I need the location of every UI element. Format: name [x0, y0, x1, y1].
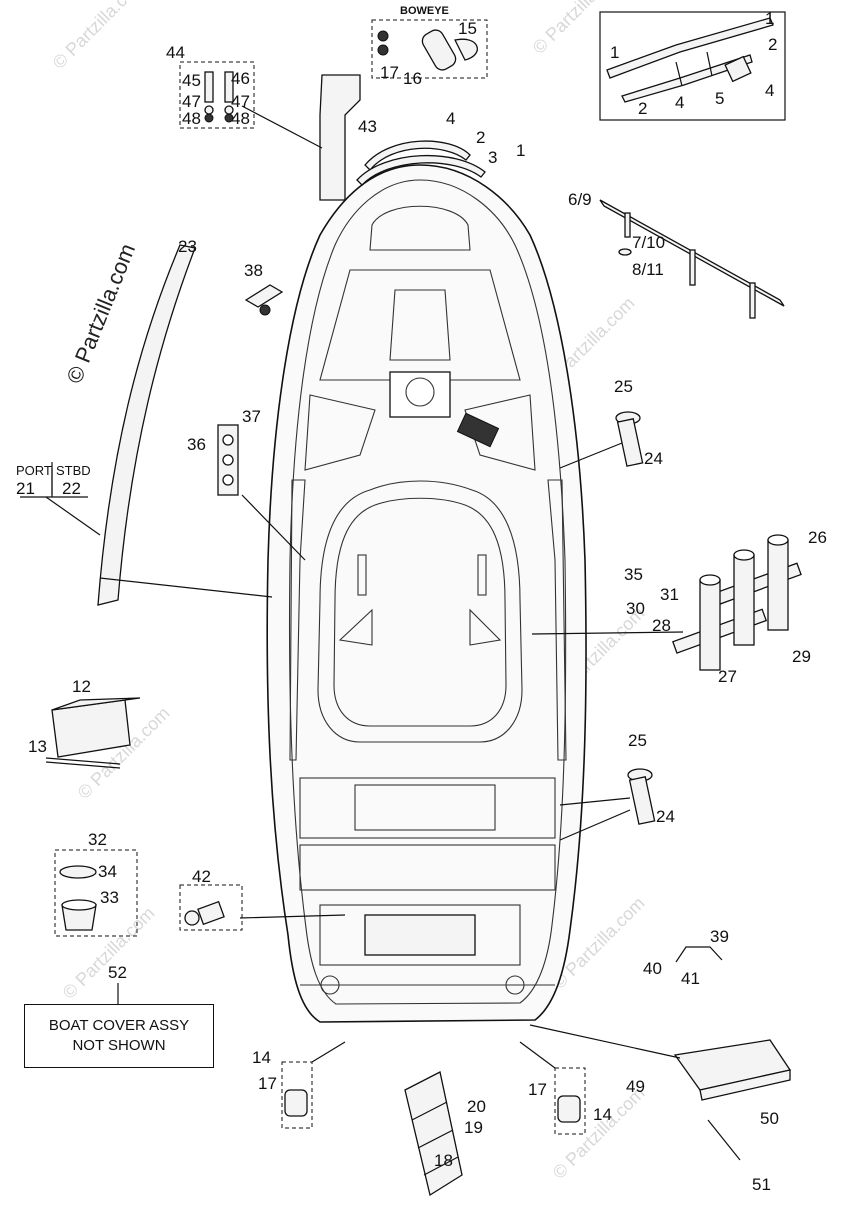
callout-1: 1 — [610, 43, 619, 62]
callout-21: 21 — [16, 479, 35, 498]
side-rub-rail — [20, 244, 273, 606]
callout-12: 12 — [72, 677, 91, 696]
callout-42: 42 — [192, 867, 211, 886]
callout-28: 28 — [652, 616, 671, 635]
bow-rub-rail — [356, 140, 486, 186]
callout-6-9: 6/9 — [568, 190, 592, 209]
callout-25: 25 — [614, 377, 633, 396]
callout-14: 14 — [593, 1105, 612, 1124]
callout-24: 24 — [656, 807, 675, 826]
callout-16: 16 — [403, 69, 422, 88]
callout-2: 2 — [768, 35, 777, 54]
callout-22: 22 — [62, 479, 81, 498]
callout-48: 48 — [182, 109, 201, 128]
boat-hull — [266, 164, 587, 1023]
callout-32: 32 — [88, 830, 107, 849]
callout-48: 48 — [231, 109, 250, 128]
callout-51: 51 — [752, 1175, 771, 1194]
cleat-38 — [244, 284, 284, 316]
callout-1: 1 — [516, 141, 525, 160]
callout-38: 38 — [244, 261, 263, 280]
port-label: PORT — [16, 463, 52, 478]
callout-4: 4 — [765, 81, 774, 100]
callout-45: 45 — [182, 71, 201, 90]
swim-platform-49 — [529, 1024, 792, 1161]
callout-52: 52 — [108, 963, 127, 982]
boarding-ladder-18 — [404, 1071, 463, 1197]
callout-35: 35 — [624, 565, 643, 584]
cup-holder-32 — [54, 849, 138, 937]
bolt-kit-44 — [179, 61, 255, 129]
callout-31: 31 — [660, 585, 679, 604]
callout-13: 13 — [28, 737, 47, 756]
callout-36: 36 — [187, 435, 206, 454]
boweye-title: BOWEYE — [400, 5, 449, 17]
callout-17: 17 — [528, 1080, 547, 1099]
bow-bracket-43 — [241, 74, 361, 201]
callout-25: 25 — [628, 731, 647, 750]
callouts: BOWEYE PORT STBD 1 2 1 2 4 5 4 4 2 3 1 1… — [16, 5, 827, 1194]
callout-49: 49 — [626, 1077, 645, 1096]
cover-note-line1: BOAT COVER ASSY — [48, 1017, 190, 1034]
callout-20: 20 — [467, 1097, 486, 1116]
callout-29: 29 — [792, 647, 811, 666]
callout-18: 18 — [434, 1151, 453, 1170]
callout-1: 1 — [765, 9, 774, 28]
callout-17: 17 — [380, 63, 399, 82]
stbd-label: STBD — [56, 463, 91, 478]
callout-27: 27 — [718, 667, 737, 686]
callout-2: 2 — [638, 99, 647, 118]
callout-5: 5 — [715, 89, 724, 108]
drain-plug-42 — [179, 884, 346, 931]
callout-41: 41 — [681, 969, 700, 988]
callout-4: 4 — [675, 93, 684, 112]
hinge-36 — [217, 424, 306, 561]
callout-34: 34 — [98, 862, 117, 881]
callout-2: 2 — [476, 128, 485, 147]
grab-handle-39 — [675, 946, 723, 963]
callout-44: 44 — [166, 43, 185, 62]
callout-8-11: 8/11 — [632, 260, 664, 279]
callout-24: 24 — [644, 449, 663, 468]
boweye-kit — [371, 19, 488, 79]
callout-33: 33 — [100, 888, 119, 907]
cooler-12 — [45, 697, 141, 769]
callout-43: 43 — [358, 117, 377, 136]
boat-cover-note: BOAT COVER ASSY NOT SHOWN — [24, 1004, 214, 1068]
callout-23: 23 — [178, 237, 197, 256]
rod-holder-24-lower — [559, 768, 656, 841]
callout-46: 46 — [231, 69, 250, 88]
callout-40: 40 — [643, 959, 662, 978]
callout-14: 14 — [252, 1048, 271, 1067]
cover-note-line2: NOT SHOWN — [72, 1037, 166, 1054]
callout-19: 19 — [464, 1118, 483, 1137]
cleat-kit-14-left — [281, 1041, 346, 1129]
rod-holder-24-upper — [559, 411, 644, 469]
callout-7-10: 7/10 — [632, 233, 665, 252]
callout-39: 39 — [710, 927, 729, 946]
callout-47: 47 — [182, 92, 201, 111]
callout-50: 50 — [760, 1109, 779, 1128]
callout-30: 30 — [626, 599, 645, 618]
callout-15: 15 — [458, 19, 477, 38]
callout-4: 4 — [446, 109, 455, 128]
rod-rack-26 — [531, 534, 802, 671]
watermark-main: © Partzilla.com — [61, 240, 140, 387]
watermark: © Partzilla.com — [49, 0, 149, 73]
callout-26: 26 — [808, 528, 827, 547]
callout-3: 3 — [488, 148, 497, 167]
callout-47: 47 — [231, 92, 250, 111]
bow-rail-6-9 — [599, 199, 785, 319]
callout-37: 37 — [242, 407, 261, 426]
callout-17: 17 — [258, 1074, 277, 1093]
cleat-kit-14-right — [519, 1041, 586, 1135]
rub-rail-inset — [599, 11, 786, 121]
